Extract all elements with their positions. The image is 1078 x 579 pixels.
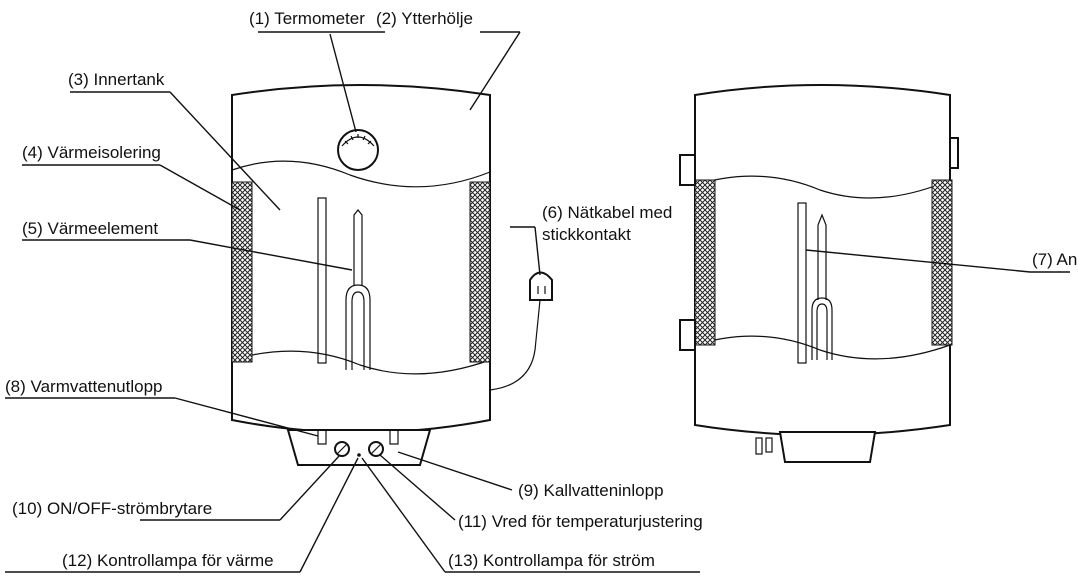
- side-fitting-bottom: [679, 319, 696, 351]
- tank-tube: [317, 197, 327, 364]
- temp-knob: [368, 441, 384, 457]
- label-insulation: (4) Värmeisolering: [22, 143, 161, 162]
- label-power-cable-1: (6) Nätkabel med: [542, 203, 672, 222]
- label-thermometer: (1) Termometer: [249, 9, 365, 28]
- label-heat-lamp: (12) Kontrollampa för värme: [62, 551, 274, 570]
- side-fitting-top: [679, 154, 696, 186]
- label-cold-water-inlet: (9) Kallvatteninlopp: [518, 481, 664, 500]
- control-panel: [286, 429, 432, 466]
- side-insulation-left: [694, 179, 716, 346]
- pipe-outlet: [317, 429, 327, 445]
- lamp-dot: [357, 453, 361, 457]
- label-power-lamp: (13) Kontrollampa för ström: [448, 551, 655, 570]
- side-heater: [679, 84, 959, 463]
- side-casing-shape: [694, 84, 951, 436]
- side-thermo-edge: [949, 137, 959, 169]
- plug-icon: [529, 271, 553, 301]
- front-heater: [231, 84, 553, 466]
- label-inner-tank: (3) Innertank: [68, 70, 165, 89]
- switch-knob: [334, 441, 350, 457]
- side-heating-element: [811, 213, 833, 360]
- anode-rod: [797, 202, 807, 364]
- leader-lines: [5, 31, 1070, 573]
- heating-element-shape: [345, 209, 371, 370]
- label-hot-water-outlet: (8) Varmvattenutlopp: [5, 377, 162, 396]
- insulation-right: [469, 181, 491, 363]
- label-temp-knob: (11) Vred för temperaturjustering: [458, 512, 703, 531]
- label-anode: (7) Anod: [1032, 250, 1078, 269]
- label-power-cable-2: stickkontakt: [542, 225, 631, 244]
- label-heating-element: (5) Värmeelement: [22, 219, 158, 238]
- label-on-off-switch: (10) ON/OFF-strömbrytare: [12, 499, 212, 518]
- side-bottom-box: [778, 431, 877, 463]
- label-outer-casing: (2) Ytterhölje: [376, 9, 473, 28]
- power-cable: [489, 299, 541, 391]
- insulation-left: [231, 181, 253, 363]
- pipe-inlet: [389, 429, 399, 445]
- thermometer-dial: [337, 129, 379, 171]
